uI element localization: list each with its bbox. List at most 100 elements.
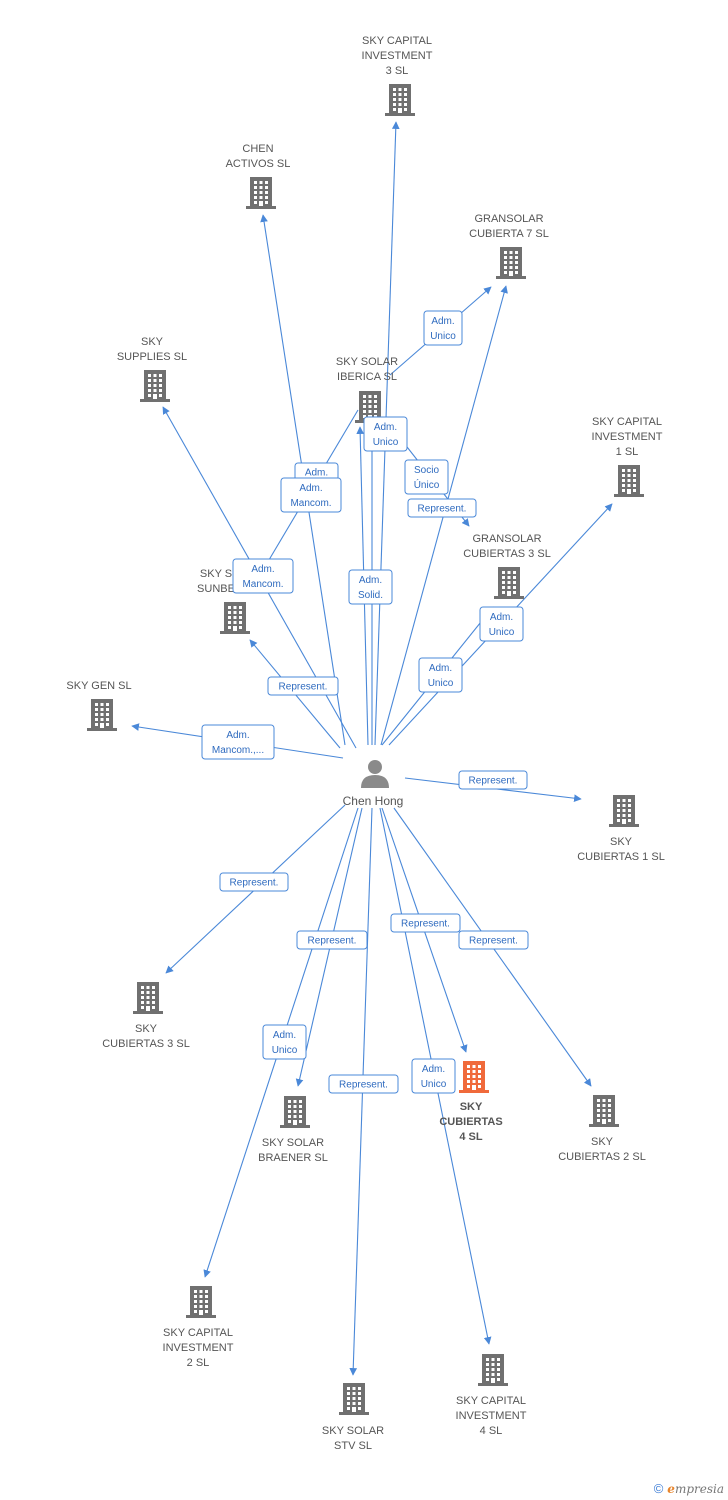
node-label-sky-gen[interactable]: SKY GEN SL (66, 680, 131, 692)
building-icon[interactable] (496, 247, 526, 279)
node-label-line: SKY CAPITAL (592, 416, 662, 428)
node-label-line: 2 SL (187, 1357, 210, 1369)
building-icon[interactable] (494, 567, 524, 599)
edge-label-box (201, 724, 275, 760)
node-label-line: 3 SL (386, 65, 409, 77)
edge-label-text: Unico (373, 437, 399, 448)
edge-label-adm-unico-sci2[interactable]: Adm.Unico (262, 1024, 307, 1060)
node-label-line: INVESTMENT (163, 1342, 234, 1354)
edge-label-text: Adm. (299, 483, 322, 494)
edge-label-text: Represent. (418, 504, 467, 515)
person-icon[interactable] (361, 760, 389, 788)
person-name[interactable]: Chen Hong (343, 794, 404, 808)
building-icon[interactable] (220, 602, 250, 634)
edge-label-adm-unico-gransolar7[interactable]: Adm.Unico (423, 310, 463, 346)
node-label-chen-activos[interactable]: CHEN ACTIVOS SL (226, 143, 291, 170)
edge-labels-layer: Adm.UnicoAdm.UnicoAdm.Adm.Mancom.SocioÚn… (201, 310, 529, 1094)
edge-label-box (418, 657, 463, 693)
nodes-layer: SKY CAPITAL INVESTMENT 3 SL CHEN ACTIVOS SL G… (66, 35, 664, 1452)
node-label-line: INVESTMENT (362, 50, 433, 62)
edge-label-represent-cub3[interactable]: Represent. (219, 872, 289, 892)
edge-label-adm-mancom-gen[interactable]: Adm.Mancom.,... (201, 724, 275, 760)
node-label-line: 4 SL (480, 1425, 503, 1437)
edge-label-represent-sunbe[interactable]: Represent. (267, 676, 339, 696)
building-icon[interactable] (246, 177, 276, 209)
edge-label-represent-stv[interactable]: Represent. (328, 1074, 399, 1094)
edge-label-text: Adm. (374, 422, 397, 433)
edge-label-text: Represent. (339, 1080, 388, 1091)
edge-label-text: Adm. (251, 564, 274, 575)
building-icon[interactable] (339, 1383, 369, 1415)
node-label-line: SUPPLIES SL (117, 351, 187, 363)
edge-label-represent-cub2[interactable]: Represent. (458, 930, 529, 950)
node-label-line: SKY (610, 836, 633, 848)
building-icon[interactable] (589, 1095, 619, 1127)
center-person[interactable]: Chen Hong (343, 760, 404, 808)
edge-label-adm-mancom-supplies[interactable]: Adm.Mancom. (232, 558, 294, 594)
building-icon[interactable] (140, 370, 170, 402)
node-label-line: SKY (460, 1101, 483, 1113)
building-icon[interactable] (186, 1286, 216, 1318)
edge-label-box (458, 930, 529, 950)
edge-label-represent-gransolar3[interactable]: Represent. (407, 498, 477, 518)
building-icon[interactable] (614, 465, 644, 497)
edge-label-box (232, 558, 294, 594)
node-label-sky-capital-investment-2[interactable]: SKY CAPITAL INVESTMENT 2 SL (163, 1327, 234, 1369)
edge-label-adm-unico-sci1[interactable]: Adm.Unico (418, 657, 463, 693)
edge-label-represent-cub1[interactable]: Represent. (458, 770, 528, 790)
edge-label-box (296, 930, 368, 950)
edge-label-box (411, 1058, 456, 1094)
node-label-line: ACTIVOS SL (226, 158, 291, 170)
edge-label-box (267, 676, 339, 696)
edge-label-adm-solid[interactable]: Adm.Solid. (348, 569, 393, 605)
node-label-line: SKY CAPITAL (163, 1327, 233, 1339)
brand-logo: empresia (667, 1481, 724, 1496)
node-label-line: CHEN (242, 143, 273, 155)
building-icon[interactable] (87, 699, 117, 731)
edge-label-text: Represent. (469, 936, 518, 947)
edge-label-box (390, 913, 461, 933)
building-icon[interactable] (459, 1061, 489, 1093)
edge-label-text: Adm. (490, 612, 513, 623)
edge-label-adm-unico-gc3[interactable]: Adm.Unico (479, 606, 524, 642)
node-label-line: CUBIERTAS 2 SL (558, 1151, 646, 1163)
building-icon[interactable] (385, 84, 415, 116)
edge-label-text: Adm. (359, 575, 382, 586)
node-label-line: 1 SL (616, 446, 639, 458)
building-icon[interactable] (609, 795, 639, 827)
edge-label-text: Adm. (305, 468, 328, 479)
edge-label-adm-unico-cub4[interactable]: Adm.Unico (411, 1058, 456, 1094)
edge-label-box (219, 872, 289, 892)
building-icon[interactable] (478, 1354, 508, 1386)
edge-label-represent-cub4[interactable]: Represent. (390, 913, 461, 933)
edge-label-text: Mancom. (290, 498, 331, 509)
building-icon[interactable] (133, 982, 163, 1014)
edge-label-adm-unico-iberica[interactable]: Adm. Unico (363, 416, 408, 452)
node-label-line: 4 SL (459, 1131, 483, 1143)
edge-label-adm-mancom-chen[interactable]: Adm. Mancom. (280, 477, 342, 513)
edge-label-represent-braener[interactable]: Represent. (296, 930, 368, 950)
footer-brand: © empresia (654, 1481, 724, 1496)
node-label-line: CUBIERTA 7 SL (469, 228, 549, 240)
edge-label-box (458, 770, 528, 790)
edge-label-text: Único (414, 478, 440, 491)
edge-label-box (328, 1074, 399, 1094)
node-label-line: SKY S (200, 568, 232, 580)
building-icon[interactable] (280, 1096, 310, 1128)
edge-label-text: Adm. (226, 730, 249, 741)
